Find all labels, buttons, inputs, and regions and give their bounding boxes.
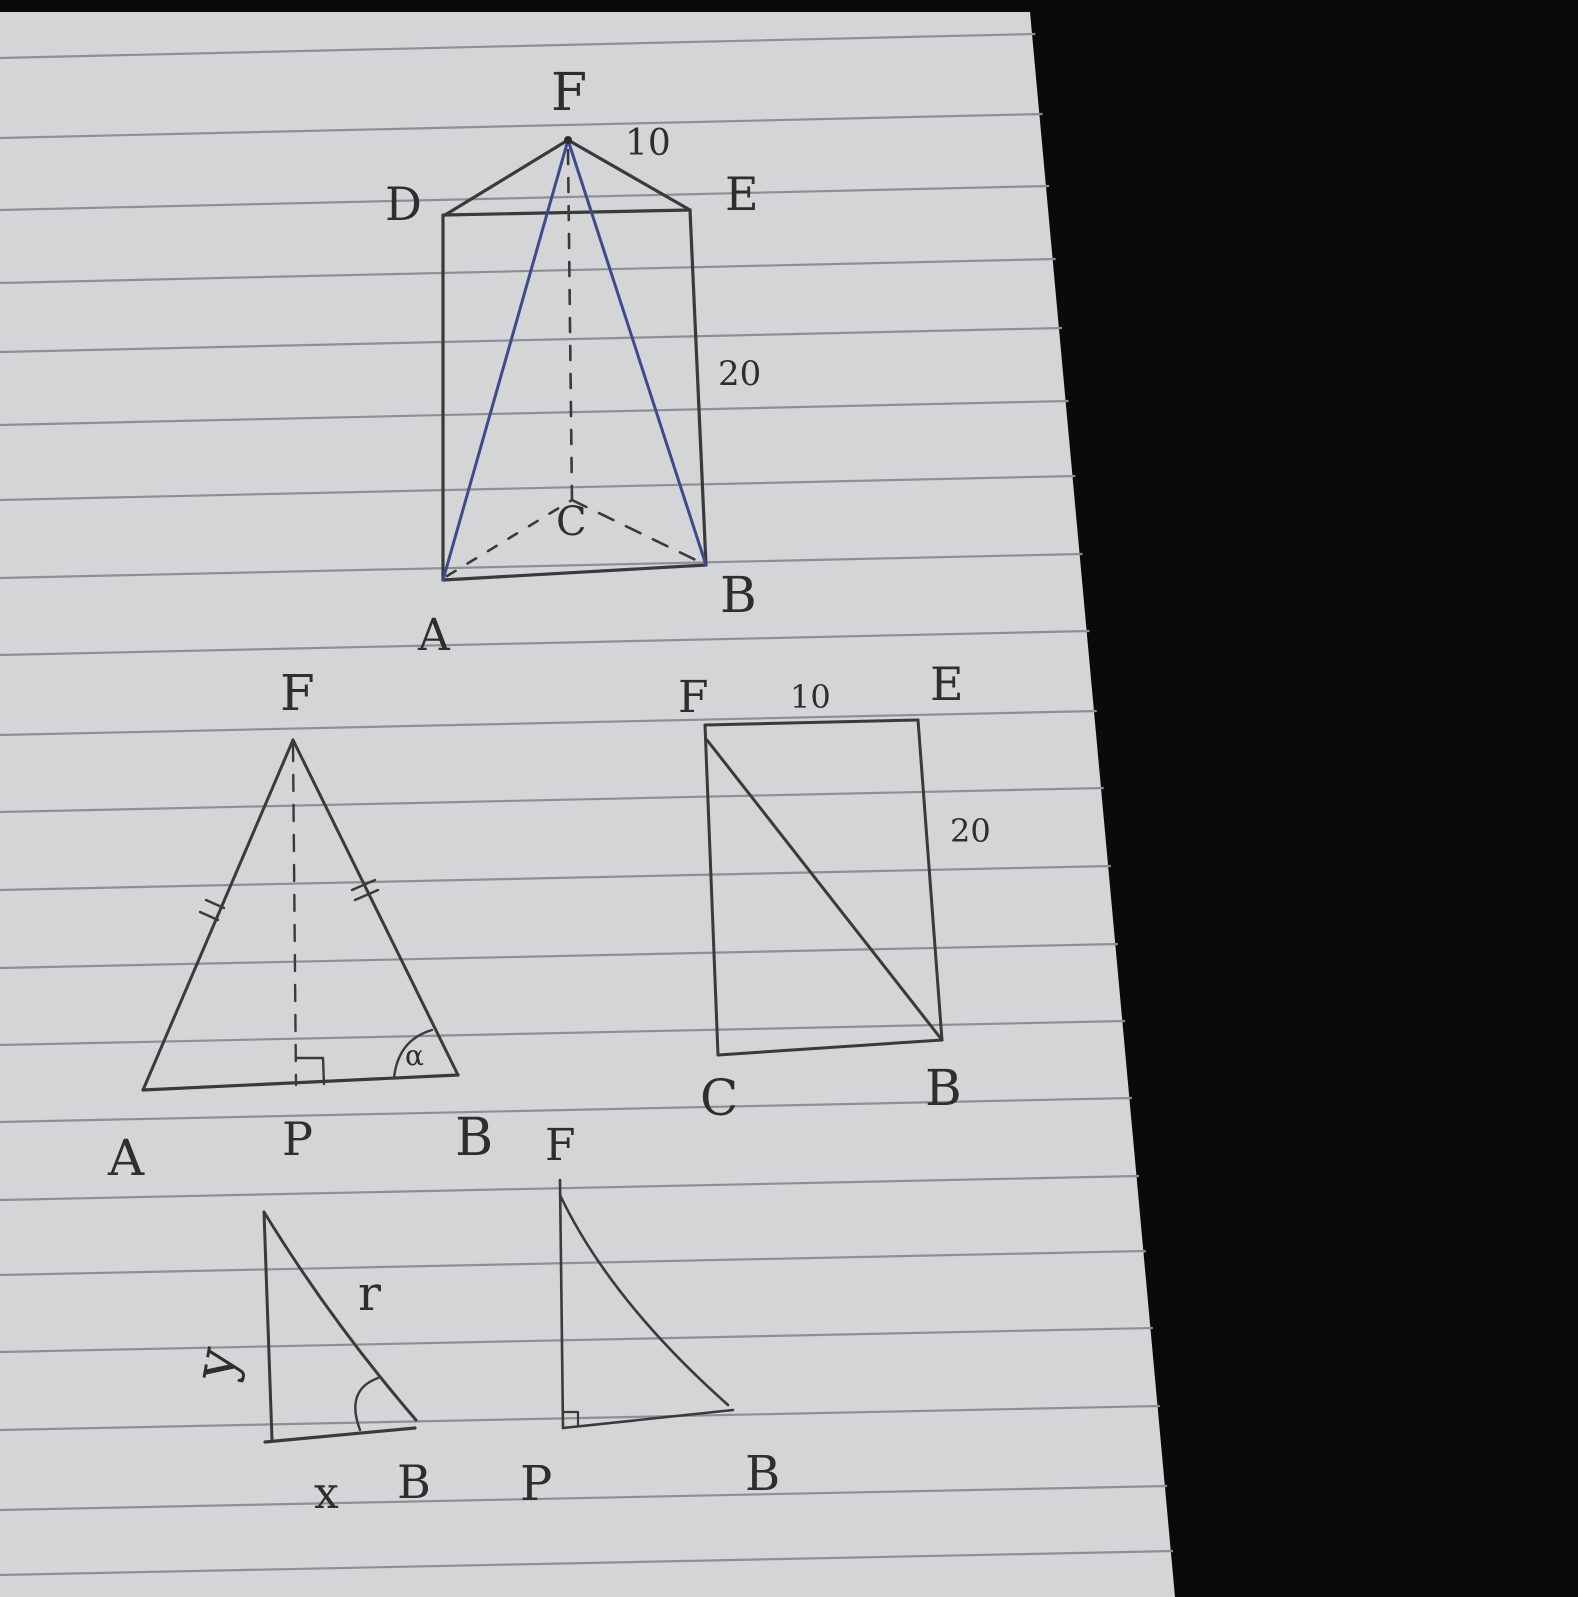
ruled-line: [0, 552, 1083, 580]
tri-side-fb: [291, 738, 460, 1077]
ruled-line: [0, 257, 1056, 285]
small-tri-label-b: B: [397, 1455, 431, 1509]
ruled-line: [0, 32, 1036, 60]
ruled-line: [0, 1019, 1125, 1047]
right-angle-mark: [294, 1056, 326, 1086]
rect-diagonal-fb: [705, 738, 944, 1042]
pfb-right-angle: [561, 1410, 580, 1428]
prism-label-e: E: [725, 167, 759, 221]
ruled-line: [0, 112, 1043, 140]
prism-apex-dot: [564, 136, 572, 144]
rect-bottom-cb: [716, 1038, 944, 1057]
rect-label-c: C: [700, 1069, 738, 1127]
tri-base-ab: [141, 1073, 460, 1092]
prism-label-20: 20: [718, 354, 761, 394]
prism-hidden-ac: [445, 498, 574, 578]
tri-label-p: P: [282, 1112, 313, 1166]
prism-label-a: A: [417, 610, 451, 661]
pfb-label-f: F: [545, 1120, 576, 1171]
tri-label-b: B: [455, 1108, 493, 1168]
rect-right-eb: [916, 718, 944, 1042]
ruled-line: [0, 942, 1118, 970]
ruled-line: [0, 1249, 1146, 1277]
ruled-line: [0, 326, 1062, 354]
tri-label-a: A: [107, 1129, 145, 1187]
prism-hidden-cb: [570, 498, 708, 567]
prism-edge-ab: [441, 563, 708, 582]
rectangle-diagram: F E C B 10 20: [678, 657, 991, 1127]
prism-label-f: F: [551, 63, 587, 123]
prism-label-b: B: [720, 566, 757, 624]
prism-edge-df: [443, 138, 570, 217]
tri-altitude-fp: [291, 743, 298, 1087]
small-tri-vertical: [262, 1210, 274, 1442]
ruled-line: [0, 184, 1050, 212]
pfb-label-p: P: [520, 1456, 552, 1512]
ruled-line: [0, 629, 1090, 657]
prism-edge-fe: [566, 138, 692, 212]
ruled-line: [0, 709, 1097, 737]
notebook-paper: [0, 12, 1175, 1597]
pfb-label-b: B: [745, 1446, 780, 1502]
isosceles-triangle-diagram: F A P B α: [107, 664, 493, 1187]
ruled-line: [0, 474, 1076, 502]
rect-left-fc: [703, 723, 720, 1057]
angle-label-alpha: α: [405, 1039, 424, 1072]
prism-diagonal-fa: [441, 138, 570, 582]
ruled-line: [0, 1484, 1168, 1512]
pfb-vertical-fp: [558, 1178, 565, 1430]
small-tri-label-x: x: [314, 1468, 339, 1519]
tri-side-af: [141, 738, 295, 1092]
tick-mark-right: [350, 878, 380, 902]
ruled-line: [0, 786, 1104, 814]
rect-label-20: 20: [950, 812, 991, 850]
angle-arc-b: [392, 1028, 434, 1080]
ruled-line: [0, 1326, 1153, 1354]
pfb-hypotenuse-fb: [558, 1193, 730, 1407]
rect-label-b: B: [925, 1059, 962, 1117]
ruled-lines: [0, 32, 1174, 1577]
ruled-line: [0, 1096, 1132, 1124]
ruled-line: [0, 1404, 1160, 1432]
tick-mark-left: [198, 898, 226, 922]
ruled-line: [0, 399, 1069, 427]
ruled-line: [0, 864, 1111, 892]
ruled-line: [0, 1549, 1174, 1577]
small-tri-base: [263, 1426, 417, 1444]
small-tri-angle-arc: [354, 1376, 380, 1432]
prism-label-10: 10: [625, 123, 671, 164]
prism-edge-eb: [688, 208, 708, 567]
prism-diagram: F D E A B C 10 20: [385, 63, 761, 661]
pfb-base-pb: [561, 1408, 735, 1430]
rect-top-fe: [703, 718, 920, 727]
rect-label-10: 10: [790, 678, 831, 716]
prism-hidden-fc: [566, 148, 574, 502]
prism-diagonal-fb: [566, 138, 708, 567]
prism-label-d: D: [385, 177, 422, 231]
pfb-triangle-diagram: F P B: [520, 1120, 780, 1512]
small-tri-hypotenuse: [262, 1210, 418, 1422]
small-tri-label-r: r: [358, 1266, 381, 1322]
rect-label-f: F: [678, 672, 709, 723]
rect-label-e: E: [930, 657, 964, 711]
tri-label-f: F: [280, 664, 315, 722]
ruled-line: [0, 1174, 1139, 1202]
prism-label-c: C: [556, 499, 587, 545]
